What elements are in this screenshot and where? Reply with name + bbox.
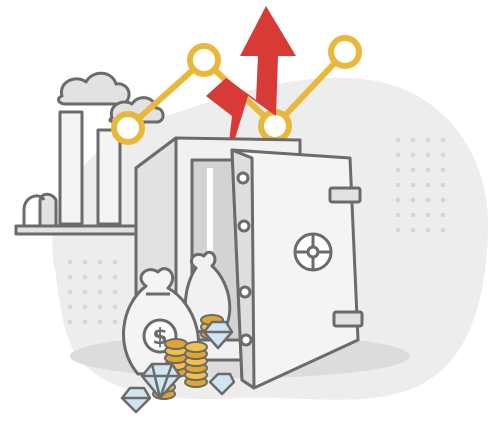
dot [67, 274, 73, 280]
dot [112, 319, 118, 325]
dot [440, 212, 446, 218]
dot [67, 304, 73, 310]
dot [395, 227, 401, 233]
dot [410, 167, 416, 173]
dot [440, 197, 446, 203]
dot [97, 259, 103, 265]
dot [440, 182, 446, 188]
dot-pattern-left [67, 259, 118, 325]
dot [112, 259, 118, 265]
dot [82, 259, 88, 265]
dot [410, 197, 416, 203]
dot [97, 319, 103, 325]
dot [395, 212, 401, 218]
dot [395, 152, 401, 158]
dot [425, 137, 431, 143]
dot [395, 167, 401, 173]
dot [440, 167, 446, 173]
dot [112, 274, 118, 280]
red-arrow-icon [206, 6, 296, 168]
dot [425, 212, 431, 218]
dot [410, 212, 416, 218]
dot [425, 182, 431, 188]
dot [425, 167, 431, 173]
dot [440, 137, 446, 143]
factory-icon [14, 71, 165, 236]
dot [97, 304, 103, 310]
dot [67, 259, 73, 265]
dot [425, 152, 431, 158]
dot [112, 304, 118, 310]
dot [395, 182, 401, 188]
dot [410, 227, 416, 233]
dot [67, 319, 73, 325]
dot [82, 289, 88, 295]
dot [97, 289, 103, 295]
dot [395, 137, 401, 143]
dot [440, 227, 446, 233]
gold-coin [184, 341, 208, 353]
money-bag-symbol: $ [152, 325, 167, 350]
dot [82, 319, 88, 325]
smoke-cloud-icon [57, 71, 165, 124]
dot-pattern-right [395, 137, 446, 233]
gold-coin [164, 338, 188, 350]
diamond-icon [120, 320, 236, 414]
dot [395, 197, 401, 203]
dot [97, 274, 103, 280]
dot [425, 227, 431, 233]
dot [67, 289, 73, 295]
dot [410, 137, 416, 143]
dot [112, 289, 118, 295]
dot [425, 197, 431, 203]
dot [440, 152, 446, 158]
dot [82, 274, 88, 280]
dot [410, 152, 416, 158]
dot [82, 304, 88, 310]
dot [410, 182, 416, 188]
